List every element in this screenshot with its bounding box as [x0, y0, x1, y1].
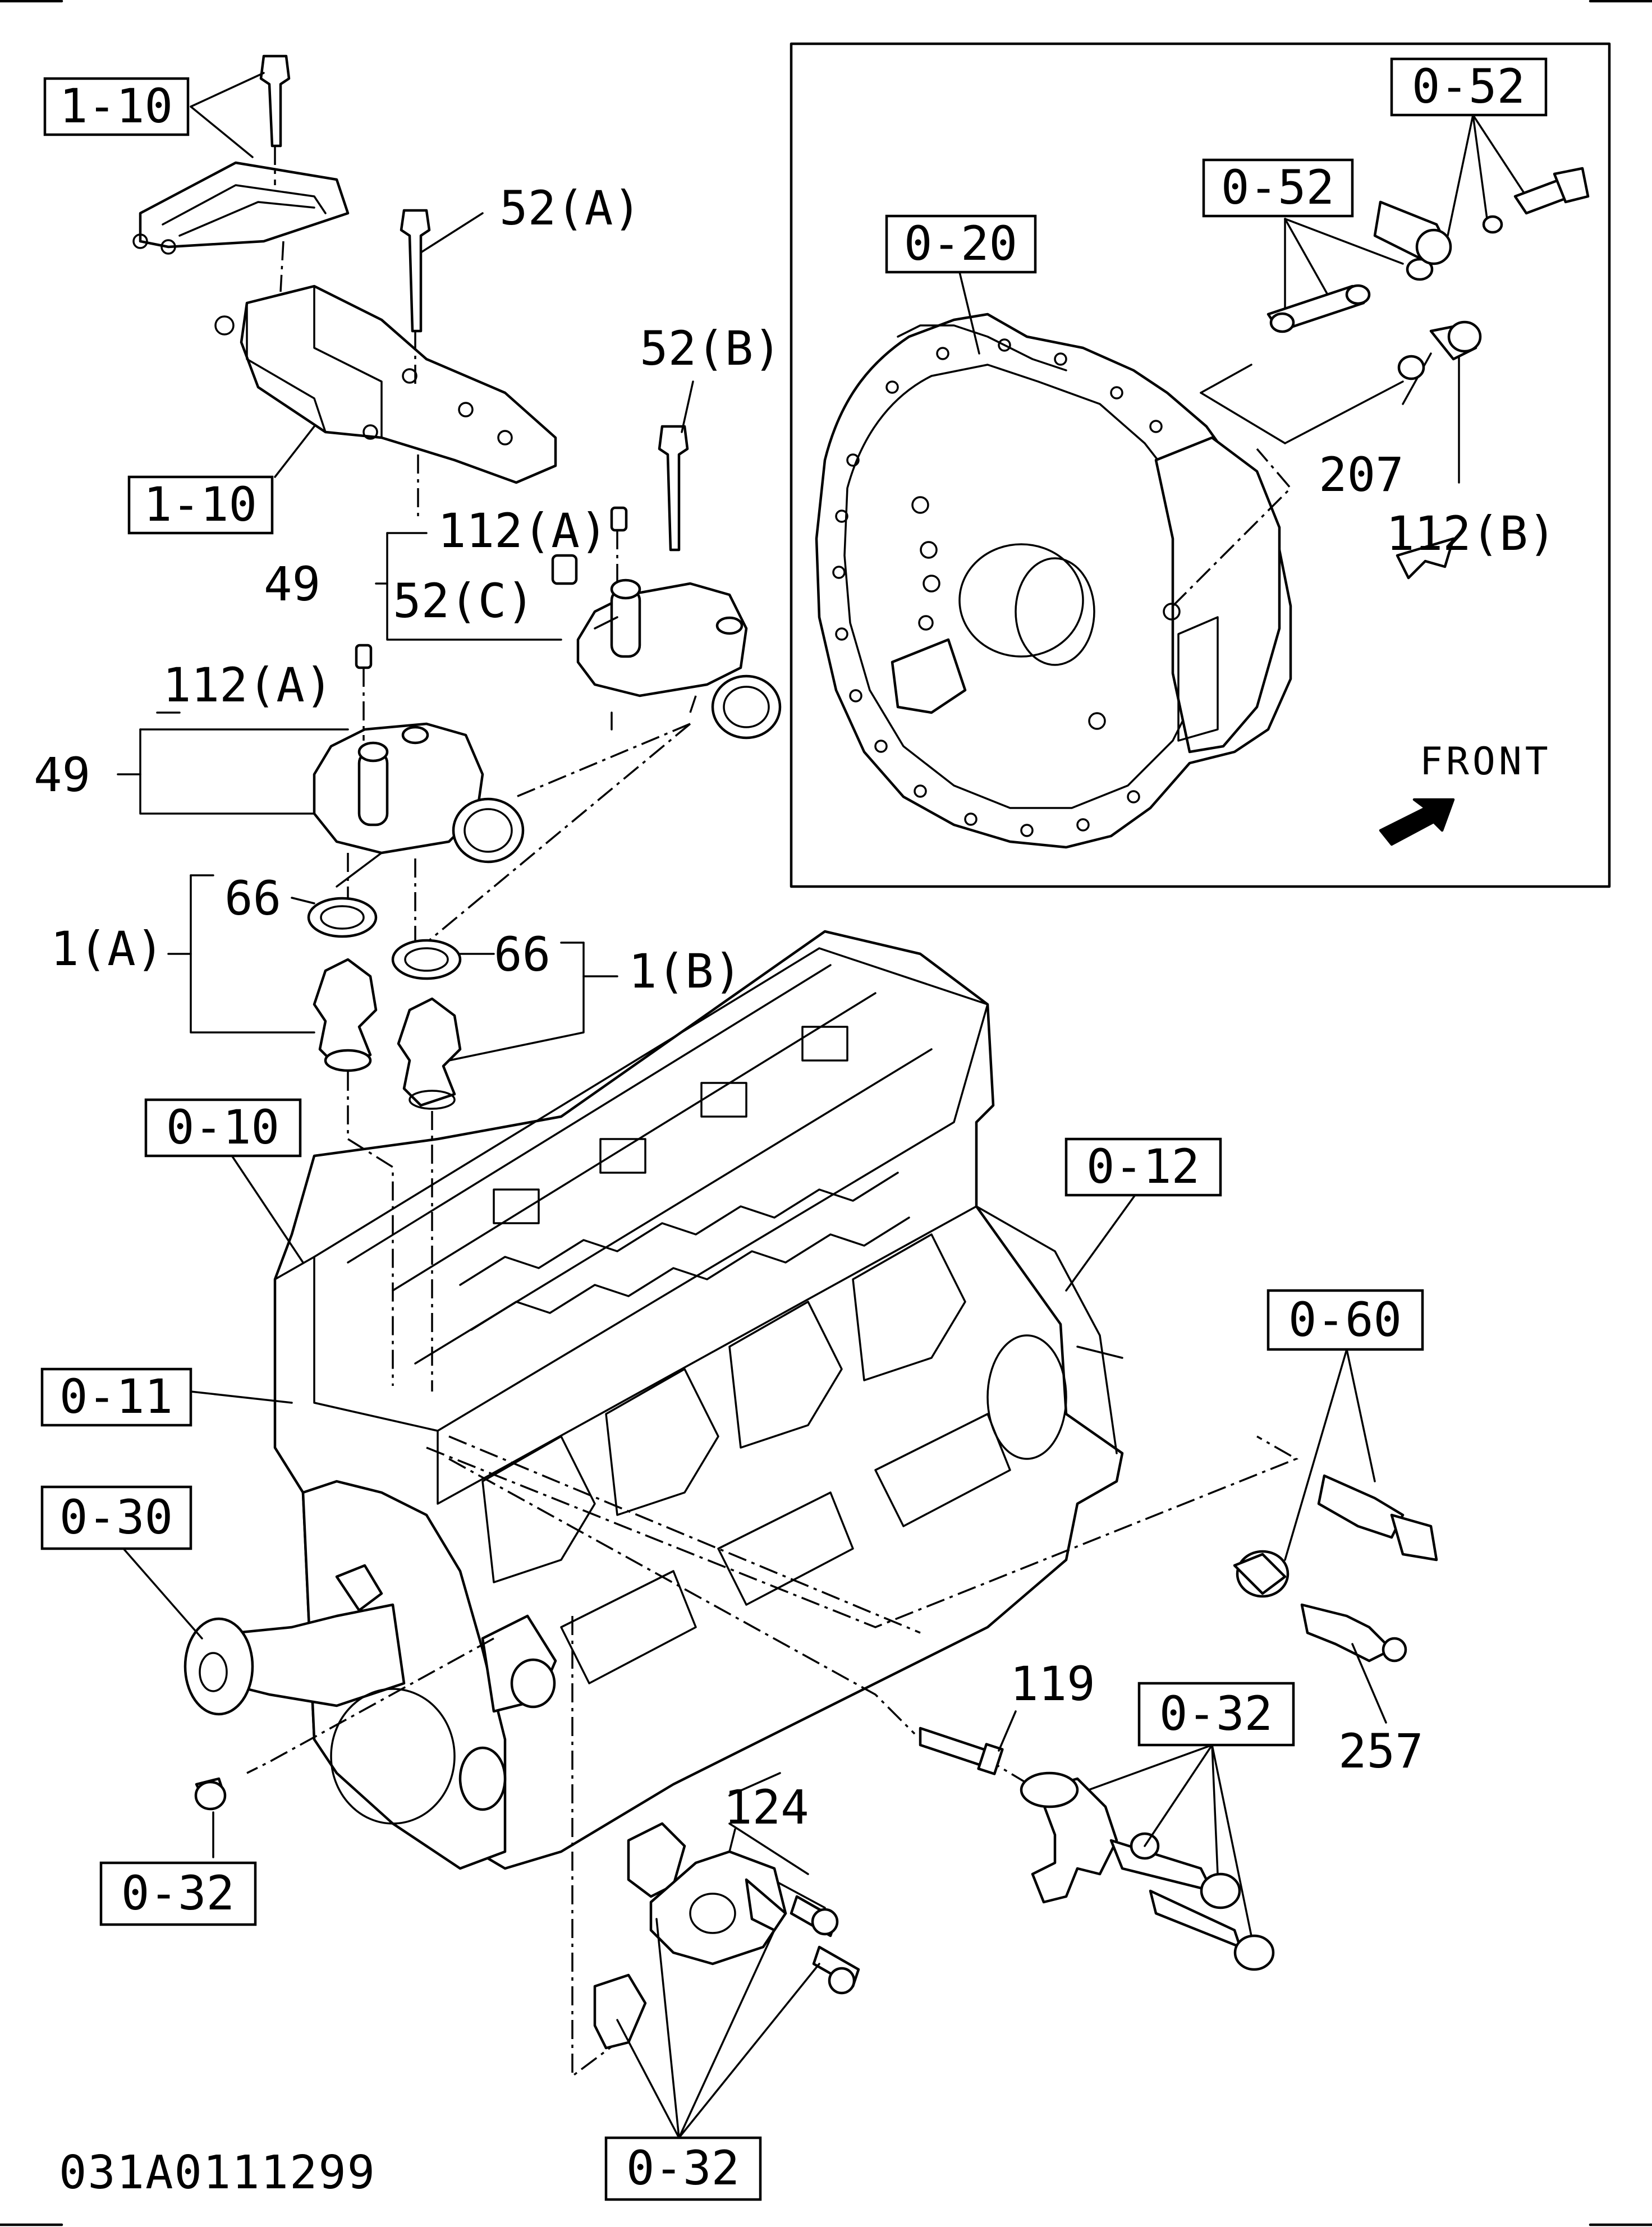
label-49-low: 49	[34, 747, 90, 802]
water-outlet	[1020, 1771, 1275, 1971]
thermostat-housing-upper	[576, 578, 782, 740]
thermostats	[313, 958, 462, 1392]
label-257: 257	[1338, 1724, 1424, 1779]
svg-text:0-20: 0-20	[904, 216, 1017, 271]
callout-1-10-top: 1-10	[43, 77, 190, 136]
left-bolt	[194, 1777, 227, 1858]
label-49-top: 49	[264, 557, 320, 612]
label-52b: 52(B)	[640, 321, 782, 376]
elbow-124	[593, 1822, 860, 2050]
front-label: FRONT	[1420, 740, 1552, 784]
callout-1-10-mid: 1-10	[127, 475, 274, 535]
svg-text:0-32: 0-32	[1159, 1686, 1273, 1741]
label-112b: 112(B)	[1386, 506, 1556, 561]
label-1b: 1(B)	[628, 944, 742, 999]
svg-text:0-52: 0-52	[1221, 160, 1334, 215]
svg-text:0-60: 0-60	[1288, 1292, 1402, 1347]
callout-0-12: 0-12	[1064, 1137, 1222, 1197]
callout-0-32-bottom: 0-32	[604, 2136, 762, 2201]
label-52a: 52(A)	[499, 181, 641, 236]
svg-text:1-10: 1-10	[59, 79, 173, 134]
callout-0-60: 0-60	[1266, 1289, 1424, 1351]
bracket-leaders	[190, 72, 694, 522]
label-124: 124	[724, 1780, 809, 1835]
callout-0-32-left: 0-32	[99, 1861, 257, 1926]
callout-0-10: 0-10	[144, 1098, 302, 1158]
label-1a: 1(A)	[51, 921, 164, 976]
callout-0-52-mid: 0-52	[1202, 158, 1354, 218]
inset-leaders	[958, 114, 1527, 607]
svg-text:1-10: 1-10	[144, 477, 257, 532]
label-66-right: 66	[494, 927, 550, 982]
svg-text:0-11: 0-11	[59, 1369, 173, 1424]
thermostat-leaders	[336, 530, 697, 944]
callout-0-20: 0-20	[885, 214, 1037, 274]
thermostat-housing-lower	[313, 722, 525, 864]
callout-0-11: 0-11	[40, 1367, 192, 1427]
flywheel-housing	[815, 313, 1292, 849]
svg-text:0-32: 0-32	[121, 1866, 235, 1921]
front-direction-icon	[1379, 798, 1455, 846]
svg-text:0-10: 0-10	[166, 1100, 279, 1155]
inset-frame	[790, 42, 1611, 888]
sensor-leaders	[1284, 1348, 1387, 1724]
lower-bracket	[214, 284, 557, 484]
diagram-code: 031A0111299	[59, 2146, 376, 2200]
svg-text:0-12: 0-12	[1086, 1139, 1200, 1194]
label-112a-top: 112(A)	[438, 503, 608, 558]
label-119: 119	[1010, 1656, 1095, 1711]
block-leaders	[246, 1435, 1299, 2078]
outlet-leaders	[1087, 1744, 1252, 1937]
callout-0-52-top: 0-52	[1390, 57, 1548, 117]
engine-block	[183, 930, 1124, 1870]
gaskets	[307, 897, 462, 980]
bracket-bolts	[259, 54, 689, 552]
sensors	[1233, 1474, 1438, 1663]
svg-text:0-32: 0-32	[626, 2141, 740, 2196]
small-plugs	[355, 506, 628, 669]
bolt-119	[919, 1710, 1017, 1775]
bottom-leaders	[616, 1918, 820, 2139]
label-207: 207	[1319, 447, 1404, 502]
svg-text:0-52: 0-52	[1412, 59, 1525, 114]
svg-text:0-30: 0-30	[59, 1490, 173, 1545]
upper-bracket	[132, 161, 350, 255]
inset-hardware	[1266, 167, 1590, 580]
callout-leaders	[117, 532, 1140, 1640]
callout-0-32-right: 0-32	[1137, 1682, 1295, 1747]
callout-0-30: 0-30	[40, 1485, 192, 1550]
label-52c: 52(C)	[393, 573, 535, 628]
label-112a-low: 112(A)	[163, 658, 333, 713]
front-arrow-icon	[1396, 537, 1455, 580]
label-66-left: 66	[224, 871, 281, 926]
